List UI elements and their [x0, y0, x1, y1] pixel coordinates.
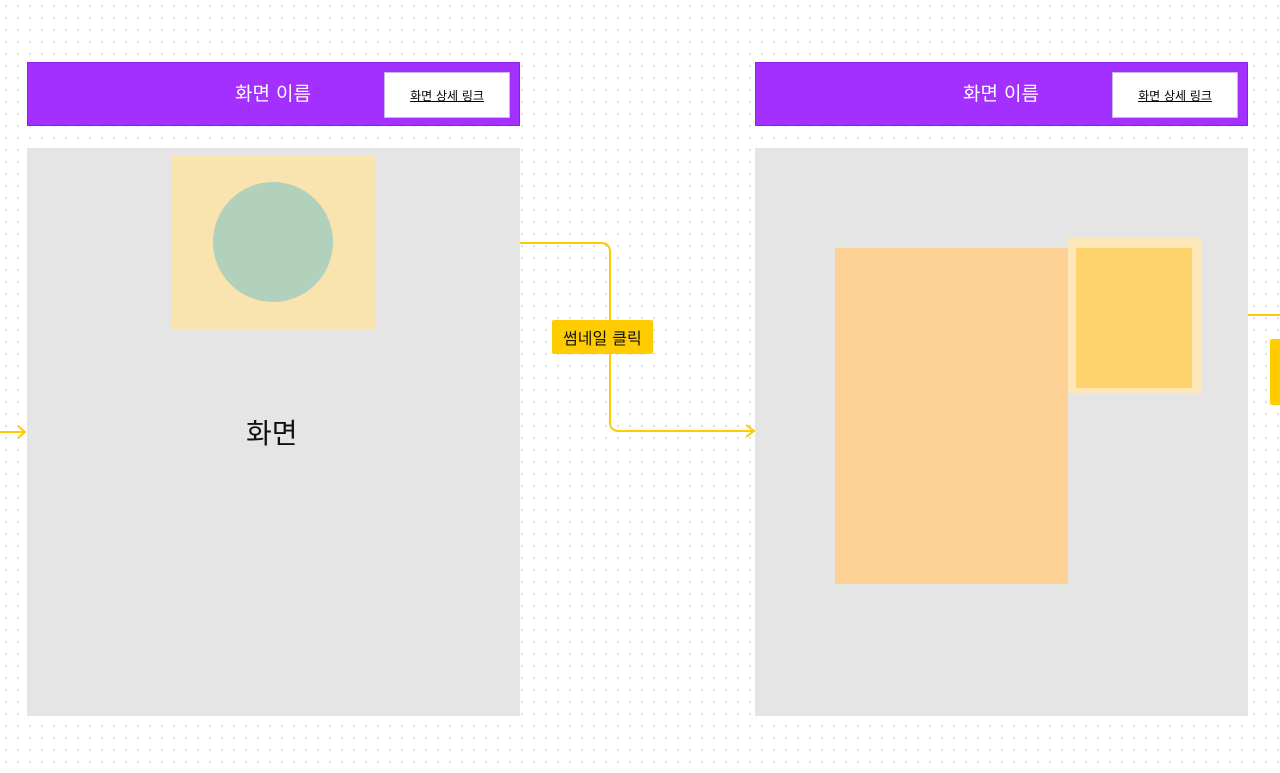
- screen-2-title: 화면 이름: [963, 83, 1039, 105]
- highlight-block: [1076, 248, 1192, 388]
- thumbnail-connector-arrow-head: [745, 424, 756, 438]
- screen-1-detail-link-button[interactable]: 화면 상세 링크: [384, 72, 510, 118]
- screen-1-label: 화면: [246, 417, 298, 450]
- screen-1-header: 화면 이름 화면 상세 링크: [27, 62, 520, 126]
- outgoing-connector-label-edge: [1270, 339, 1280, 405]
- screen-1-title: 화면 이름: [235, 83, 311, 105]
- thumbnail-circle: [213, 182, 333, 302]
- content-block: [835, 248, 1068, 584]
- screen-2: [755, 148, 1248, 716]
- screen-1: 화면: [27, 148, 520, 716]
- screen-2-header: 화면 이름 화면 상세 링크: [755, 62, 1248, 126]
- highlight-frame[interactable]: [1068, 238, 1202, 394]
- thumbnail[interactable]: [171, 156, 376, 329]
- connector-label: 썸네일 클릭: [552, 320, 653, 354]
- incoming-arrow-head: [17, 425, 27, 439]
- screen-2-detail-link-button[interactable]: 화면 상세 링크: [1112, 72, 1238, 118]
- screen-2-detail-link-label[interactable]: 화면 상세 링크: [1138, 88, 1212, 103]
- screen-1-detail-link-label[interactable]: 화면 상세 링크: [410, 88, 484, 103]
